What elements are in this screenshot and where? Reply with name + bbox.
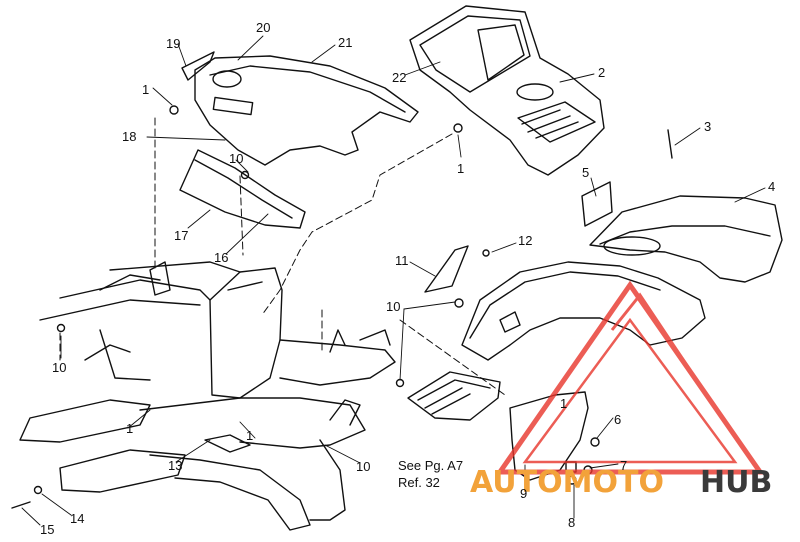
- decal-5-part: [581, 181, 613, 227]
- watermark-text-auto: AUTOMOTO: [470, 465, 664, 500]
- rear-fender-part: [589, 195, 783, 283]
- frame-part: [19, 261, 396, 531]
- callout-17: 17: [174, 228, 188, 243]
- callout-1: 1: [142, 82, 149, 97]
- automotohub-logo-icon: [495, 280, 765, 475]
- front-cover-part: [194, 55, 419, 166]
- callout-labels: 1 20 19 21 18 10 22 2 3 4 5 1 17 16 12 1…: [40, 20, 775, 537]
- callout-1: 1: [457, 161, 464, 176]
- rear-rack-part: [409, 5, 605, 176]
- callout-16: 16: [214, 250, 228, 265]
- callout-1: 1: [560, 396, 567, 411]
- callout-5: 5: [582, 165, 589, 180]
- reference-note-line2: Ref. 32: [398, 475, 440, 490]
- callout-8: 8: [568, 515, 575, 530]
- callout-14: 14: [70, 511, 84, 526]
- callout-10: 10: [386, 299, 400, 314]
- callout-10: 10: [229, 151, 243, 166]
- callout-3: 3: [704, 119, 711, 134]
- callout-7: 7: [620, 458, 627, 473]
- callout-18: 18: [122, 129, 136, 144]
- front-fender-part: [461, 261, 706, 361]
- callout-9: 9: [520, 486, 527, 501]
- watermark-text-hub: HUB: [700, 465, 772, 500]
- callout-4: 4: [768, 179, 775, 194]
- callout-11: 11: [395, 253, 409, 268]
- explode-lines: [59, 117, 506, 396]
- callout-13: 13: [168, 458, 182, 473]
- callout-19: 19: [166, 36, 180, 51]
- footrest-part: [407, 371, 501, 421]
- decal-17-part: [179, 149, 306, 229]
- callout-2: 2: [598, 65, 605, 80]
- callout-20: 20: [256, 20, 270, 35]
- callout-22: 22: [392, 70, 406, 85]
- callout-10: 10: [52, 360, 66, 375]
- callout-21: 21: [338, 35, 352, 50]
- callout-1: 1: [246, 428, 253, 443]
- callout-12: 12: [518, 233, 532, 248]
- callout-1: 1: [126, 421, 133, 436]
- reference-note-line1: See Pg. A7: [398, 458, 463, 473]
- callout-6: 6: [614, 412, 621, 427]
- bolts: [11, 105, 673, 509]
- callout-leaders: [21, 35, 766, 526]
- callout-15: 15: [40, 522, 54, 537]
- decal-19-part: [181, 51, 215, 81]
- callout-10: 10: [356, 459, 370, 474]
- decal-11-part: [424, 245, 469, 293]
